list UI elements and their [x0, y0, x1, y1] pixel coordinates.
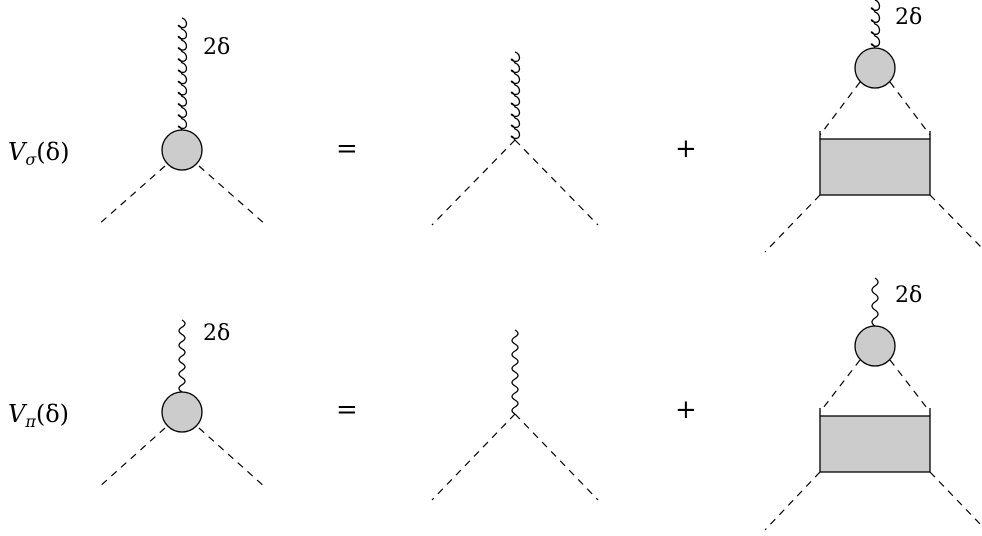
dashed-line-right — [514, 139, 599, 226]
dashed-line-right — [889, 81, 931, 136]
plus-sign: + — [675, 134, 697, 164]
dashed-line-left — [431, 413, 516, 501]
momentum-label: 2δ — [895, 283, 922, 308]
dressed-vertex-sigma: 2δ — [764, 0, 982, 253]
dashed-line-right — [198, 165, 267, 226]
photon-line — [511, 329, 519, 415]
lhs-label-sigma: Vσ(δ) — [8, 138, 69, 169]
momentum-label: 2δ — [203, 35, 230, 60]
dashed-line-right — [889, 359, 931, 413]
vertex-blob — [161, 391, 203, 433]
bare-vertex-sigma — [431, 51, 599, 226]
photon-line — [178, 319, 186, 393]
dressed-vertex-pi: 2δ — [764, 277, 982, 531]
gluon-line — [510, 51, 521, 141]
dashed-line-left — [431, 139, 516, 226]
row-sigma: Vσ(δ) 2δ = + 2δ — [8, 0, 982, 253]
full-vertex-pi: 2δ — [97, 319, 267, 489]
dashed-line-bottom-left — [764, 194, 821, 253]
four-point-kernel-box — [819, 138, 931, 196]
full-vertex-sigma: 2δ — [97, 17, 267, 226]
dashed-line-right — [514, 413, 599, 501]
vertex-blob — [854, 47, 896, 89]
plus-sign: + — [675, 395, 697, 425]
dashed-line-left — [819, 81, 861, 136]
dashed-line-bottom-right — [929, 194, 982, 249]
momentum-label: 2δ — [203, 321, 230, 346]
dashed-line-bottom-left — [764, 471, 821, 531]
vertex-blob — [854, 325, 896, 367]
photon-line — [871, 277, 879, 327]
vertex-blob — [161, 129, 203, 171]
lhs-label-pi: Vπ(δ) — [8, 400, 69, 431]
equals-sign: = — [336, 134, 358, 164]
bare-vertex-pi — [431, 329, 599, 501]
gluon-line — [177, 17, 188, 131]
gluon-line — [870, 0, 881, 49]
equals-sign: = — [336, 395, 358, 425]
dashed-line-left — [97, 427, 166, 489]
dashed-line-left — [97, 165, 166, 226]
dashed-line-right — [198, 427, 267, 489]
dashed-line-left — [819, 359, 861, 413]
row-pi: Vπ(δ) 2δ = + 2δ — [8, 277, 982, 531]
momentum-label: 2δ — [895, 5, 922, 30]
dashed-line-bottom-right — [929, 471, 982, 527]
four-point-kernel-box — [819, 415, 931, 473]
